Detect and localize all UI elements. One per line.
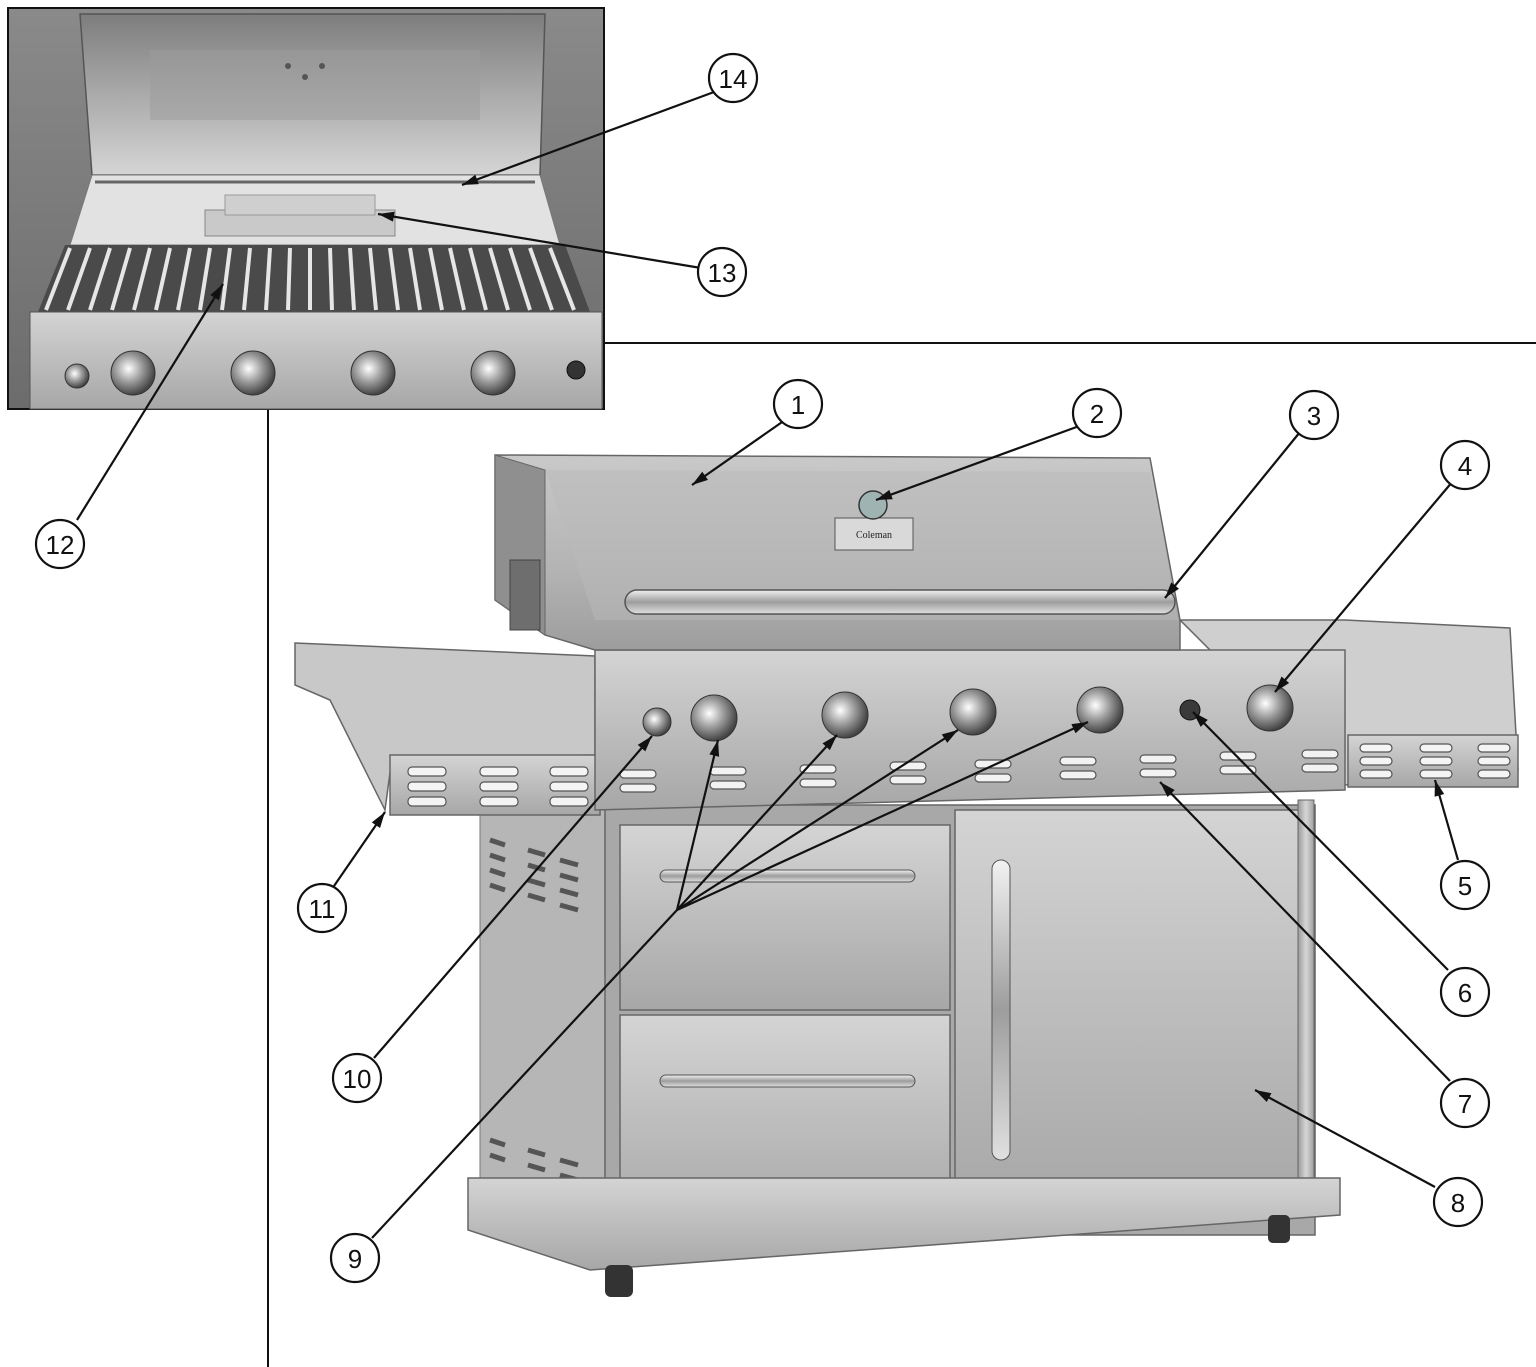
- callout-2: 2: [1071, 387, 1123, 439]
- cart-side-vents: [489, 837, 579, 1183]
- callout-circle: [772, 378, 824, 430]
- arrowhead-10: [637, 736, 652, 752]
- arrowhead-13: [378, 211, 395, 222]
- upper-drawer-handle: [659, 869, 916, 883]
- callout-8: 8: [1432, 1176, 1484, 1228]
- callout-7: 7: [1439, 1077, 1491, 1129]
- callout-label: 1: [791, 390, 805, 420]
- arrowhead-5: [1434, 780, 1445, 797]
- callout-circle: [696, 246, 748, 298]
- callout-label: 12: [46, 530, 75, 560]
- callout-label: 4: [1458, 451, 1472, 481]
- callout-13: 13: [696, 246, 748, 298]
- arrowhead-3: [1165, 582, 1179, 598]
- callout-circle: [1288, 389, 1340, 441]
- grill-main-illustration: Coleman: [294, 454, 1519, 1297]
- leader-line-9d: [676, 720, 1089, 912]
- callout-label: 10: [343, 1064, 372, 1094]
- leader-line-9b: [676, 734, 838, 911]
- callout-label: 3: [1307, 401, 1321, 431]
- leader-line-2: [875, 423, 1083, 502]
- left-shelf-vents: [407, 766, 589, 807]
- callout-label: 14: [719, 64, 748, 94]
- leader-line-13: [377, 212, 702, 270]
- callout-circle: [329, 1232, 381, 1284]
- callout-label: 13: [708, 258, 737, 288]
- upper-drawer: [619, 824, 951, 1011]
- door-handle: [991, 859, 1011, 1161]
- inset-control-knobs: [64, 350, 586, 396]
- arrowhead-7: [1160, 782, 1175, 797]
- arrowhead-6: [1193, 712, 1208, 727]
- callout-12: 12: [34, 518, 86, 570]
- callout-label: 8: [1451, 1188, 1465, 1218]
- callout-label: 5: [1458, 871, 1472, 901]
- callout-11: 11: [296, 882, 348, 934]
- callout-label: 9: [348, 1244, 362, 1274]
- lid-hinge: [509, 559, 541, 631]
- arrowhead-14: [462, 174, 479, 185]
- leader-line-7: [1159, 781, 1451, 1082]
- arrowhead-9c: [941, 730, 958, 743]
- callout-4: 4: [1439, 439, 1491, 491]
- leader-line-12: [76, 283, 224, 521]
- callout-circle: [1071, 387, 1123, 439]
- callout-circle: [1432, 1176, 1484, 1228]
- callout-label: 2: [1090, 399, 1104, 429]
- inset-photo-open-grill: [7, 7, 605, 410]
- control-knobs: [642, 684, 1294, 742]
- arrowhead-9d: [1071, 722, 1088, 734]
- ignitor-button: [642, 707, 672, 737]
- cart-base: [467, 1177, 1341, 1271]
- callout-circle: [296, 882, 348, 934]
- leader-line-9e: [371, 909, 678, 1239]
- callout-label: 11: [309, 894, 336, 924]
- callout-3: 3: [1288, 389, 1340, 441]
- callout-circle: [1439, 439, 1491, 491]
- lower-drawer-handle: [659, 1074, 916, 1088]
- callout-5: 5: [1439, 859, 1491, 911]
- arrowhead-12: [210, 284, 223, 301]
- callout-circle: [1439, 1077, 1491, 1129]
- callout-circle: [1439, 966, 1491, 1018]
- callout-circle: [331, 1052, 383, 1104]
- right-shelf-vents: [1359, 743, 1511, 779]
- callout-9: 9: [329, 1232, 381, 1284]
- leader-line-9c: [676, 729, 959, 911]
- lid-badge-logo: Coleman: [856, 530, 892, 541]
- leader-line-8: [1254, 1089, 1436, 1188]
- leader-line-6: [1192, 711, 1449, 971]
- arrowhead-11: [371, 812, 385, 829]
- arrowhead-1: [692, 471, 708, 485]
- leader-line-1: [691, 419, 786, 486]
- arrowhead-8: [1255, 1090, 1272, 1102]
- callout-1: 1: [772, 378, 824, 430]
- lid-handle: [624, 589, 1176, 615]
- arrowhead-4: [1275, 676, 1290, 692]
- callout-label: 7: [1458, 1089, 1472, 1119]
- lid-badge: [834, 517, 914, 551]
- arrowhead-2: [876, 489, 893, 500]
- arrowhead-9b: [822, 735, 837, 751]
- callout-10: 10: [331, 1052, 383, 1104]
- leader-line-14: [461, 90, 715, 187]
- callout-label: 6: [1458, 978, 1472, 1008]
- callout-circle: [1439, 859, 1491, 911]
- inset-grate-bars: [44, 247, 576, 311]
- leader-lines: [76, 90, 1460, 1239]
- leader-line-9a: [675, 739, 720, 911]
- callout-circle: [34, 518, 86, 570]
- leader-line-3: [1164, 431, 1301, 599]
- arrowhead-9a: [709, 740, 720, 757]
- leader-line-4: [1274, 480, 1454, 693]
- leader-line-10: [373, 735, 653, 1059]
- callout-circle: [707, 52, 759, 104]
- callout-6: 6: [1439, 966, 1491, 1018]
- callout-14: 14: [707, 52, 759, 104]
